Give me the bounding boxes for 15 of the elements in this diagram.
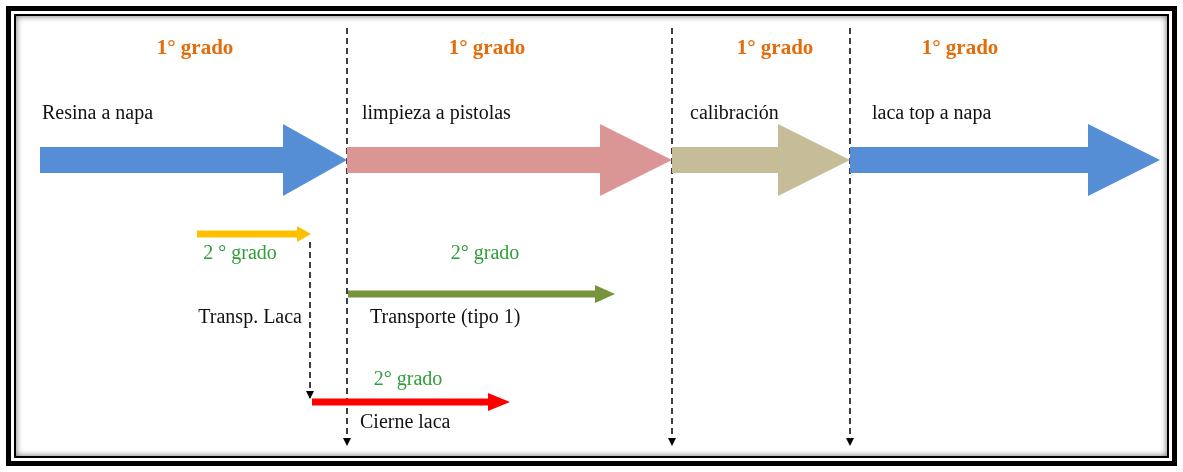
dashed-arrow [306, 241, 314, 400]
grade-label: 1° grado [447, 35, 527, 59]
step-label: Cierne laca [360, 409, 451, 433]
grade-label: 2° grado [449, 240, 521, 264]
step-label: limpieza a pistolas [362, 100, 511, 124]
step-label: Resina a napa [42, 100, 154, 124]
grade-label: 2 ° grado [202, 240, 278, 264]
step-label: laca top a napa [872, 100, 992, 124]
grade-label: 2° grado [372, 366, 444, 390]
grade-label: 1° grado [735, 35, 815, 59]
step-label: Transp. Laca [197, 304, 302, 328]
grade-label: 1° grado [155, 35, 235, 59]
grade-label: 1° grado [920, 35, 1000, 59]
step-label: Transporte (tipo 1) [370, 304, 521, 328]
step-label: calibración [690, 100, 779, 124]
